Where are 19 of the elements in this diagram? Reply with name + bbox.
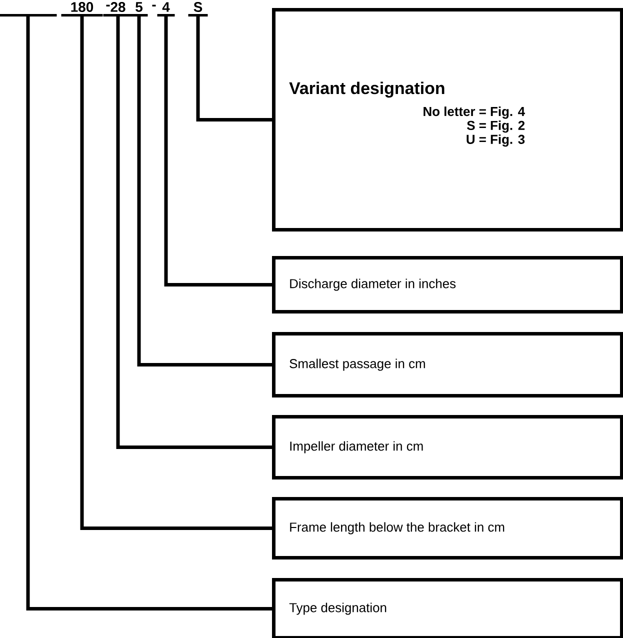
leader-line [116,15,272,449]
label-box: Type designation [272,578,623,638]
code-segment: S [188,2,208,16]
label-box: Variant designation No letter = Fig. 4 S = Fig. 2 U = Fig. 3 [272,8,623,232]
leader-line [137,15,272,366]
label-box: Impeller diameter in cm [272,415,623,480]
code-segment: 4 [157,2,175,16]
label-box: Discharge diameter in inches [272,256,623,314]
leader-line [196,15,272,122]
leader-line [164,15,272,286]
code-segment [0,14,57,16]
leader-line [80,15,272,530]
label-box: Smallest passage in cm [272,332,623,398]
label-box: Frame length below the bracket in cm [272,497,623,560]
code-segment: 5 [130,2,148,16]
leader-line [26,15,272,610]
code-dash: - [152,4,156,6]
code-dash: - [106,4,110,6]
code-segment: 180 [61,2,103,16]
